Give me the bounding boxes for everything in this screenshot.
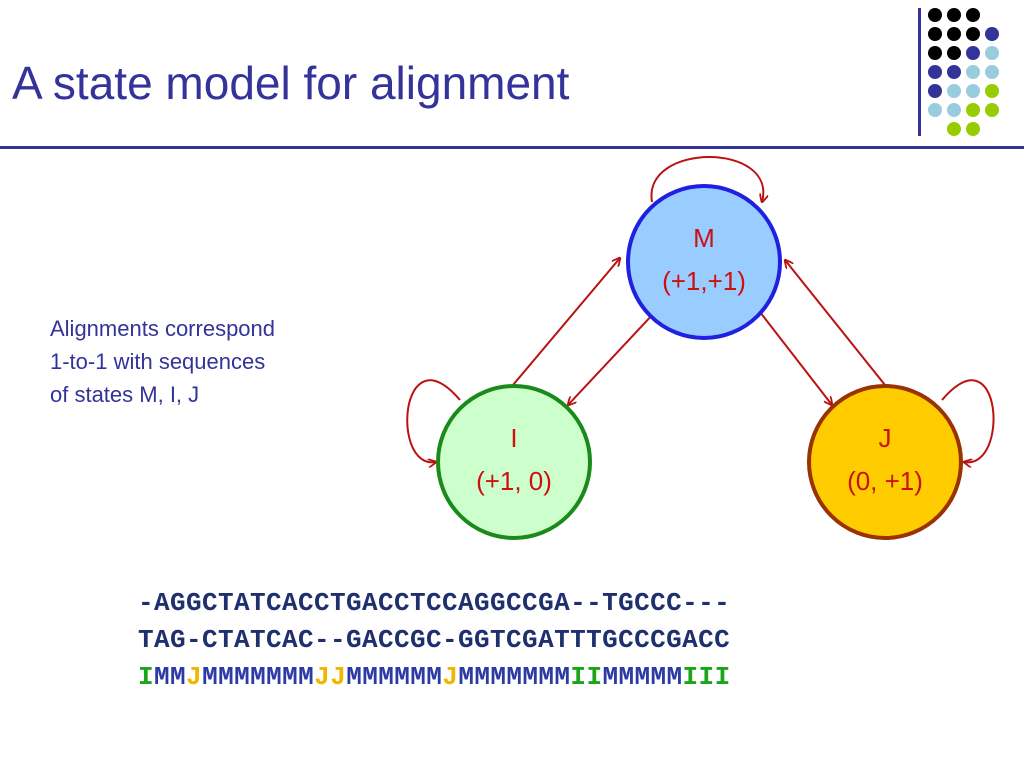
state-letter-I: I xyxy=(570,662,587,692)
decor-dot xyxy=(966,84,980,98)
transition-I-to-M-arrow xyxy=(512,258,620,386)
state-J-name: J xyxy=(879,423,892,453)
state-letter-M: M xyxy=(618,662,635,692)
transition-M-to-J-arrow xyxy=(759,311,832,405)
title-underline xyxy=(0,146,1024,149)
state-letter-M: M xyxy=(650,662,667,692)
state-I-name: I xyxy=(510,423,517,453)
state-letter-M: M xyxy=(506,662,523,692)
decor-dot xyxy=(928,65,942,79)
state-letter-M: M xyxy=(250,662,267,692)
decor-dot xyxy=(966,27,980,41)
self-loop-M-arrow xyxy=(650,156,763,202)
state-letter-M: M xyxy=(426,662,443,692)
state-letter-M: M xyxy=(602,662,619,692)
decor-dot xyxy=(966,103,980,117)
decor-dot xyxy=(947,27,961,41)
state-letter-M: M xyxy=(234,662,251,692)
decor-dot xyxy=(985,84,999,98)
decor-dot xyxy=(928,46,942,60)
state-M-step: (+1,+1) xyxy=(662,266,746,296)
decor-dot xyxy=(928,27,942,41)
page-title: A state model for alignment xyxy=(12,57,570,109)
decor-dot xyxy=(928,84,942,98)
transition-J-to-M-arrow xyxy=(785,260,886,386)
note-text: Alignments correspond 1-to-1 with sequen… xyxy=(50,312,370,411)
state-letter-M: M xyxy=(378,662,395,692)
state-letter-M: M xyxy=(538,662,555,692)
state-M-name: M xyxy=(693,223,715,253)
state-letter-M: M xyxy=(154,662,171,692)
alignment-row-1: -AGGCTATCACCTGACCTCCAGGCCGA--TGCCC--- xyxy=(138,588,731,618)
decor-dot xyxy=(947,122,961,136)
decor-dot xyxy=(928,8,942,22)
state-diagram: M (+1,+1) I (+1, 0) J (0, +1) xyxy=(406,156,995,540)
decor-dot xyxy=(966,8,980,22)
state-letter-M: M xyxy=(522,662,539,692)
state-letter-M: M xyxy=(490,662,507,692)
transition-M-to-I-arrow xyxy=(568,311,656,405)
alignment-row-2: TAG-CTATCAC--GACCGC-GGTCGATTTGCCCGACC xyxy=(138,625,731,655)
decor-dot xyxy=(966,65,980,79)
state-letter-M: M xyxy=(266,662,283,692)
decor-dot xyxy=(966,46,980,60)
decor-dot xyxy=(947,46,961,60)
state-letter-M: M xyxy=(362,662,379,692)
decor-vertical-rule xyxy=(918,8,921,136)
state-letter-M: M xyxy=(410,662,427,692)
state-letter-M: M xyxy=(474,662,491,692)
state-letter-I: I xyxy=(682,662,699,692)
note-line: of states M, I, J xyxy=(50,382,200,407)
state-letter-M: M xyxy=(458,662,475,692)
decor-dot xyxy=(928,103,942,117)
state-letter-I: I xyxy=(698,662,715,692)
decor-dot xyxy=(966,122,980,136)
state-I-step: (+1, 0) xyxy=(476,466,552,496)
state-letter-J: J xyxy=(186,662,203,692)
state-letter-J: J xyxy=(442,662,459,692)
state-letter-M: M xyxy=(394,662,411,692)
decor-dot xyxy=(985,65,999,79)
state-letter-I: I xyxy=(138,662,155,692)
decor-dot xyxy=(947,8,961,22)
state-letter-J: J xyxy=(314,662,331,692)
self-loop-I-arrow xyxy=(406,379,461,462)
state-letter-M: M xyxy=(634,662,651,692)
state-J-step: (0, +1) xyxy=(847,466,923,496)
state-letter-J: J xyxy=(330,662,347,692)
state-letter-M: M xyxy=(218,662,235,692)
state-J-node: J (0, +1) xyxy=(807,384,963,540)
alignment-state-row: IMMJMMMMMMMJJMMMMMMJMMMMMMMIIMMMMMIII xyxy=(138,662,731,692)
decor-dot xyxy=(947,103,961,117)
decor-dot xyxy=(985,46,999,60)
decor-dot xyxy=(947,84,961,98)
decor-dot xyxy=(947,65,961,79)
state-letter-M: M xyxy=(202,662,219,692)
state-letter-I: I xyxy=(586,662,603,692)
note-line: 1-to-1 with sequences xyxy=(50,349,266,374)
state-letter-M: M xyxy=(666,662,683,692)
state-letter-M: M xyxy=(282,662,299,692)
note-line: Alignments correspond xyxy=(50,316,276,341)
self-loop-J-arrow xyxy=(941,379,995,462)
state-letter-I: I xyxy=(714,662,731,692)
state-letter-M: M xyxy=(170,662,187,692)
state-letter-M: M xyxy=(554,662,571,692)
decor-dot xyxy=(985,27,999,41)
state-M-node: M (+1,+1) xyxy=(626,184,782,340)
decor-dot xyxy=(985,103,999,117)
state-letter-M: M xyxy=(346,662,363,692)
state-I-node: I (+1, 0) xyxy=(436,384,592,540)
state-letter-M: M xyxy=(298,662,315,692)
